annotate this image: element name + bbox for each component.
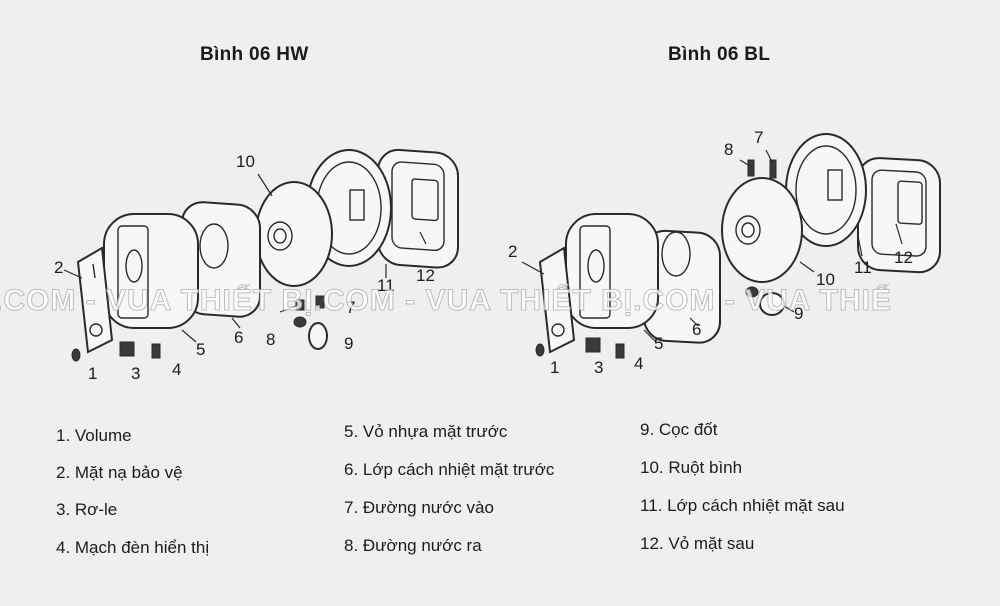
label-hw-12: 12 (416, 266, 435, 285)
part-relay-bl (585, 337, 601, 353)
label-bl-4: 4 (634, 354, 644, 373)
label-bl-6: 6 (692, 320, 702, 339)
label-bl-3: 3 (594, 358, 604, 377)
part-tank-hw (255, 181, 333, 287)
legend-item: 1. Volume (56, 426, 132, 445)
watermark-text: .COM - VUA THIẾT BỊ.COM - VUA THIẾT BỊ.C… (0, 284, 892, 318)
legend-item: 4. Mạch đèn hiển thị (56, 538, 210, 557)
part-heating-element-bl (745, 286, 785, 316)
legend-item: 8. Đường nước ra (344, 536, 482, 555)
legend-item: 7. Đường nước vào (344, 498, 494, 517)
label-hw-7: 7 (346, 298, 356, 317)
label-bl-2: 2 (508, 242, 518, 261)
part-mask-bl (538, 246, 576, 354)
part-water-inlet-hw (315, 295, 325, 309)
exploded-view-bl (521, 133, 941, 359)
label-bl-5: 5 (654, 334, 664, 353)
part-front-insulation-bl (643, 229, 721, 344)
label-bl-8: 8 (724, 140, 734, 159)
diagram-title-hw: Bình 06 HW (200, 44, 309, 65)
label-hw-9: 9 (344, 334, 354, 353)
label-bl-7: 7 (754, 128, 764, 147)
part-front-shell-bl (565, 213, 659, 329)
label-hw-4: 4 (172, 360, 182, 379)
legend-item: 6. Lớp cách nhiệt mặt trước (344, 460, 555, 479)
exploded-view-hw (63, 148, 459, 362)
legend-item: 5. Vỏ nhựa mặt trước (344, 422, 508, 441)
part-led-board-hw (151, 343, 161, 359)
legend-item: 11. Lớp cách nhiệt mặt sau (640, 496, 845, 515)
part-tank-bl (721, 159, 803, 283)
part-led-board-bl (615, 343, 625, 359)
label-hw-6: 6 (234, 328, 244, 347)
part-relay-hw (119, 341, 135, 357)
label-hw-3: 3 (131, 364, 141, 383)
legend-item: 10. Ruột bình (640, 458, 743, 477)
part-water-outlet-hw (295, 299, 305, 311)
label-bl-10: 10 (816, 270, 835, 289)
part-volume-knob-hw (71, 348, 81, 362)
label-hw-8: 8 (266, 330, 276, 349)
part-front-insulation-hw (181, 201, 261, 318)
diagram-title-bl: Bình 06 BL (668, 44, 771, 65)
legend-item: 3. Rơ-le (56, 500, 118, 519)
legend-item: 9. Cọc đốt (640, 420, 718, 439)
label-bl-1: 1 (550, 358, 560, 377)
label-hw-5: 5 (196, 340, 206, 359)
part-mask-hw (76, 246, 114, 354)
label-bl-12: 12 (894, 248, 913, 267)
part-heating-element-hw (293, 316, 328, 350)
legend-item: 12. Vỏ mặt sau (640, 534, 755, 553)
label-hw-2: 2 (54, 258, 64, 277)
part-volume-knob-bl (535, 343, 545, 357)
label-hw-1: 1 (88, 364, 98, 383)
label-bl-11: 11 (854, 258, 872, 277)
legend-item: 2. Mặt nạ bảo vệ (56, 463, 183, 482)
label-bl-9: 9 (794, 304, 804, 323)
label-hw-10: 10 (236, 152, 255, 171)
label-hw-11: 11 (377, 276, 395, 295)
